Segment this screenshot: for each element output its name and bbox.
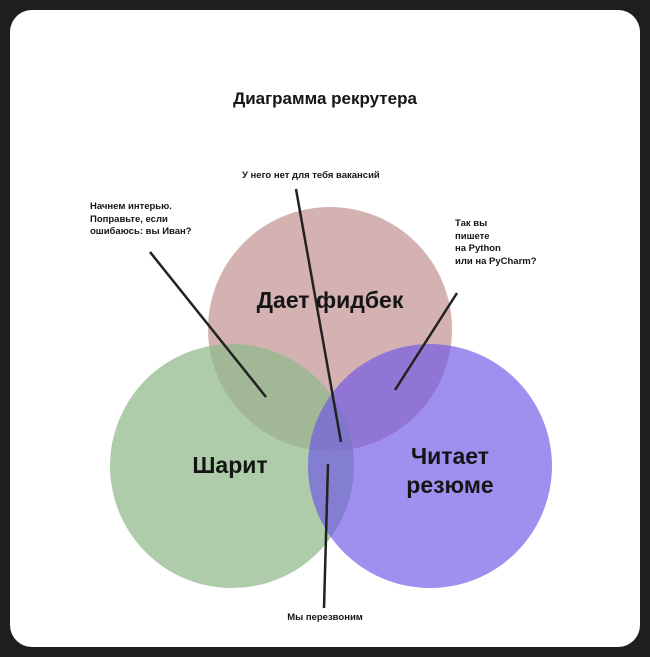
annotation-top-left: Начнем интерью. Поправьте, если ошибаюсь… xyxy=(90,201,192,237)
circle-reads-resume xyxy=(308,344,552,588)
annotation-top-right: Так вы пишете на Python или на PyCharm? xyxy=(455,218,537,267)
diagram-card: Диаграмма рекрутера Начнем интерью. Попр… xyxy=(10,10,640,647)
label-reads-resume: Читает резюме xyxy=(406,443,494,498)
pointer-line-top-center xyxy=(294,188,343,443)
diagram-title: Диаграмма рекрутера xyxy=(233,89,417,108)
label-knows-stuff: Шарит xyxy=(192,452,268,478)
annotation-top-center: У него нет для тебя вакансий xyxy=(242,170,380,181)
label-gives-feedback: Дает фидбек xyxy=(256,287,404,313)
venn-diagram xyxy=(110,188,552,609)
pointer-line-bottom xyxy=(322,463,330,609)
annotation-bottom: Мы перезвоним xyxy=(287,612,363,623)
circle-knows-stuff xyxy=(110,344,354,588)
pointer-line-top-right xyxy=(393,292,459,391)
pointer-line-top-left xyxy=(149,251,267,398)
